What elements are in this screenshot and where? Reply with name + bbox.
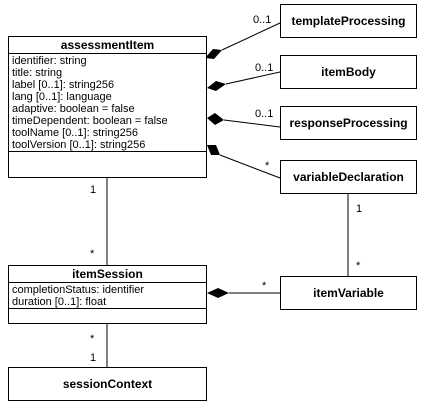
attribute: adaptive: boolean = false	[12, 103, 135, 115]
edge-variabledeclaration	[219, 154, 281, 179]
attribute: title: string	[12, 67, 63, 79]
edge-templateprocessing	[221, 22, 281, 51]
multiplicity-variable-to-session: *	[262, 280, 267, 292]
multiplicity-variable-from-declaration: *	[356, 260, 361, 272]
class-name-sessioncontext: sessionContext	[62, 377, 153, 391]
composition-diamond-responseprocessing	[207, 113, 224, 125]
attribute: duration [0..1]: float	[12, 296, 107, 308]
class-sessioncontext[interactable]: sessionContext	[8, 367, 207, 401]
edge-itembody	[225, 71, 281, 85]
composition-diamond-itembody	[207, 81, 226, 91]
attributes-itemsession: completionStatus: identifier duration [0…	[9, 283, 206, 309]
class-name-variabledeclaration: variableDeclaration	[293, 170, 404, 184]
attribute: lang [0..1]: language	[12, 91, 112, 103]
class-itemsession[interactable]: itemSession completionStatus: identifier…	[8, 265, 207, 324]
multiplicity-item-to-session: 1	[90, 184, 97, 196]
attribute: toolVersion [0..1]: string256	[12, 139, 146, 151]
multiplicity-context-from-session: 1	[90, 352, 97, 364]
edge-responseprocessing	[223, 119, 281, 128]
class-name-itemsession: itemSession	[9, 266, 206, 283]
class-name-itemvariable: itemVariable	[313, 286, 384, 300]
attribute: toolName [0..1]: string256	[12, 127, 138, 139]
attribute: timeDependent: boolean = false	[12, 115, 168, 127]
multiplicity-session-to-context: *	[90, 333, 95, 345]
composition-diamond-templateprocessing	[205, 49, 222, 59]
composition-diamond-variabledeclaration	[207, 145, 220, 155]
multiplicity-itembody: 0..1	[255, 62, 274, 74]
class-itemvariable[interactable]: itemVariable	[280, 276, 417, 310]
attribute: label [0..1]: string256	[12, 79, 115, 91]
class-name-responseprocessing: responseProcessing	[289, 116, 408, 130]
class-name-assessmentitem: assessmentItem	[9, 37, 206, 54]
attribute: identifier: string	[12, 55, 87, 67]
attribute: completionStatus: identifier	[12, 284, 145, 296]
class-name-templateprocessing: templateProcessing	[291, 14, 406, 28]
attributes-assessmentitem: identifier: string title: string label […	[9, 54, 206, 152]
class-assessmentitem[interactable]: assessmentItem identifier: string title:…	[8, 36, 207, 178]
multiplicity-declaration-to-variable: 1	[356, 203, 363, 215]
class-itembody[interactable]: itemBody	[280, 55, 417, 89]
class-templateprocessing[interactable]: templateProcessing	[280, 4, 417, 38]
multiplicity-templateprocessing: 0..1	[253, 14, 272, 26]
multiplicity-variabledeclaration: *	[265, 160, 270, 172]
multiplicity-responseprocessing: 0..1	[255, 108, 274, 120]
class-responseprocessing[interactable]: responseProcessing	[280, 106, 417, 140]
multiplicity-session-from-item: *	[90, 248, 95, 260]
class-name-itembody: itemBody	[321, 65, 376, 79]
class-variabledeclaration[interactable]: variableDeclaration	[280, 160, 417, 194]
composition-diamond-itemvariable	[207, 288, 229, 298]
